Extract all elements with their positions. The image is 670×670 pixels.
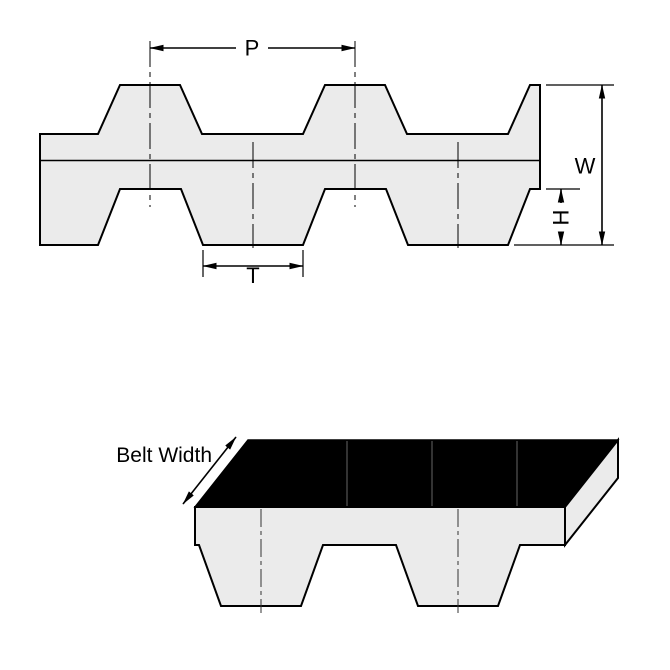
profile-view: P W H T (39, 36, 614, 288)
pitch-dimension-label: P (245, 36, 260, 61)
belt-front-face (194, 506, 566, 607)
dimension-t: T (202, 250, 304, 288)
tooth-width-dimension-label: T (246, 263, 259, 288)
height-dimension-label: H (549, 210, 574, 226)
belt-width-arrow (182, 436, 237, 505)
belt-cross-section (39, 84, 541, 246)
dimension-w: W (514, 84, 614, 246)
iso-view: Belt Width (116, 436, 620, 613)
width-dimension-label: W (575, 154, 596, 179)
belt-top-face (193, 439, 620, 508)
dimension-p: P (149, 36, 356, 61)
dimension-h: H (546, 188, 580, 246)
belt-width-label: Belt Width (116, 444, 212, 467)
